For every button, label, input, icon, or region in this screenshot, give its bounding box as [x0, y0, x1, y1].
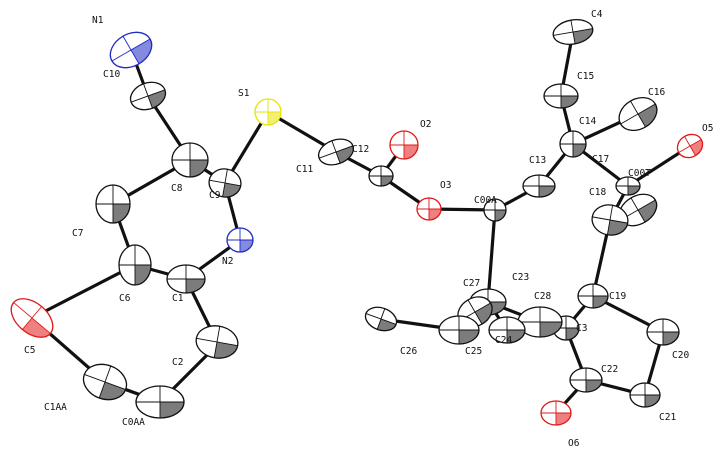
atom-ellipsoid-c13	[522, 174, 556, 198]
atom-ellipsoid-c25	[438, 315, 480, 345]
atom-label-c5: C5	[24, 345, 35, 356]
atom-label-c2: C2	[172, 357, 183, 368]
atom-label-o2: O2	[420, 119, 431, 130]
atom-label-c15: C15	[577, 71, 594, 82]
atom-ellipsoid-c15	[543, 83, 579, 109]
atom-ellipsoid-c11	[317, 138, 355, 166]
atom-ellipsoid-c19	[577, 283, 609, 309]
atom-label-c9: C9	[209, 190, 221, 201]
atom-ellipsoid-c1	[166, 264, 206, 294]
atom-label-o3: O3	[440, 180, 451, 191]
atom-ellipsoid-c28	[517, 306, 563, 338]
atom-label-c17: C17	[592, 154, 609, 165]
atom-label-c00t: C00T	[628, 168, 651, 179]
atom-ellipsoid-c2	[195, 325, 239, 359]
atom-label-c4: C4	[591, 9, 603, 20]
atom-ellipsoid-c17	[615, 176, 641, 196]
atom-ellipsoid-c00t	[618, 193, 658, 227]
atom-ellipsoid-c5	[10, 298, 54, 338]
atom-ellipsoid-c9	[208, 168, 242, 198]
atom-label-s1: S1	[238, 88, 250, 99]
atom-label-c13: C13	[529, 155, 546, 166]
atom-ellipsoid-c6	[118, 244, 152, 286]
atom-ellipsoid-c4	[552, 19, 594, 45]
atom-ellipsoid-c26	[364, 306, 398, 332]
atom-label-o5: O5	[702, 123, 713, 134]
atom-ellipsoid-c12	[368, 165, 394, 187]
atom-ellipsoid-c7	[95, 184, 131, 224]
atom-label-c19: C19	[609, 291, 626, 302]
atom-label-c1: C1	[172, 293, 184, 304]
atom-label-c25: C25	[465, 346, 482, 357]
atom-ellipsoid-n1	[109, 31, 153, 69]
atom-ellipsoid-o5	[676, 133, 704, 159]
atom-label-c24: C24	[495, 335, 512, 346]
atom-ellipsoid-c18	[591, 204, 629, 236]
atom-ellipsoid-c10	[129, 81, 167, 111]
bond-c6-c5	[30, 263, 137, 320]
atom-label-c10: C10	[103, 69, 120, 80]
atom-ellipsoid-c00a	[483, 198, 507, 222]
atom-label-c23: C23	[512, 272, 529, 283]
atom-label-c11: C11	[296, 164, 313, 175]
atom-label-c7: C7	[72, 228, 83, 239]
atom-ellipsoid-c20	[646, 318, 680, 346]
atom-ellipsoid-c21	[629, 382, 661, 408]
atom-ellipsoid-c22	[569, 367, 603, 393]
atom-label-c12: C12	[352, 144, 369, 155]
atom-label-c0aa: C0AA	[122, 417, 145, 428]
atom-ellipsoid-c8	[171, 142, 209, 178]
atom-ellipsoid-o2	[389, 130, 419, 160]
atom-ellipsoid-s1	[254, 98, 282, 126]
atom-layer	[10, 19, 704, 426]
atom-label-c8: C8	[171, 183, 183, 194]
atom-label-c1aa: C1AA	[44, 402, 67, 413]
bond-c00a-c23	[486, 208, 497, 304]
atom-ellipsoid-c14	[559, 130, 587, 158]
atom-label-c14: C14	[579, 116, 596, 127]
atom-label-c00a: C00A	[474, 195, 497, 206]
atom-label-c20: C20	[672, 350, 689, 361]
atom-ellipsoid-o6	[540, 400, 572, 426]
atom-label-n1: N1	[92, 15, 104, 26]
atom-label-c28: C28	[534, 291, 551, 302]
bond-layer	[30, 30, 692, 415]
atom-ellipsoid-c0aa	[135, 385, 185, 419]
atom-label-c21: C21	[659, 412, 676, 423]
atom-label-o6: O6	[568, 438, 580, 449]
atom-ellipsoid-c1aa	[82, 363, 128, 401]
atom-label-c22: C22	[601, 364, 618, 375]
atom-label-c3: C3	[576, 323, 587, 334]
atom-label-c6: C6	[119, 293, 131, 304]
atom-ellipsoid-c24	[488, 316, 526, 344]
atom-ellipsoid-n2	[226, 227, 254, 253]
atom-label-c18: C18	[589, 187, 606, 198]
atom-ellipsoid-c16	[618, 96, 658, 132]
atom-label-n2: N2	[222, 256, 233, 267]
atom-label-c16: C16	[648, 87, 665, 98]
atom-ellipsoid-o3	[416, 197, 442, 221]
atom-label-c26: C26	[400, 346, 417, 357]
atom-label-c27: C27	[463, 278, 480, 289]
